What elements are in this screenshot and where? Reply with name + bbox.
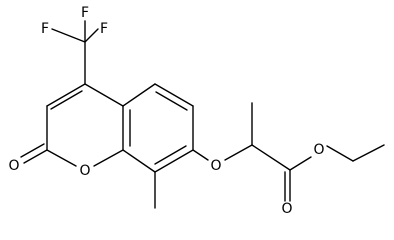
atom-label-ether-o: O (210, 158, 221, 174)
bond-c4-c3 (46, 83, 86, 107)
bond-ether-o-ch (224, 144, 253, 161)
benzene-ring (122, 83, 194, 173)
molecule-diagram: F F F O O O O O (8, 5, 385, 217)
trifluoromethyl-group (51, 20, 99, 85)
bond-c4-c3-double (50, 90, 83, 110)
side-chain (192, 102, 385, 202)
bond-ester-o-ch2 (326, 145, 354, 162)
bond-c4a-c4 (84, 83, 124, 107)
atom-label-ester-carbonyl-o: O (281, 201, 292, 217)
bond-carbonyl-c-ester-o (289, 156, 312, 171)
bond-c2-carbonyl (23, 149, 48, 164)
bond-c7-c8 (154, 149, 194, 173)
atom-label-ring-o: O (79, 163, 90, 179)
bond-c5-c6-double (155, 91, 188, 111)
bond-c2-o1 (46, 149, 77, 167)
bond-c7-c8-double (154, 145, 187, 165)
bond-c-f1 (51, 28, 86, 43)
bond-o1-c8a (93, 149, 124, 167)
atom-label-f3: F (100, 21, 108, 37)
atom-label-f2: F (81, 5, 89, 21)
atom-label-f1: F (41, 21, 49, 37)
bond-ch-carbonyl-c (251, 144, 291, 171)
pyranone-ring (20, 83, 124, 167)
atom-label-carbonyl-o: O (8, 158, 19, 174)
bond-ch2-ch3 (352, 144, 385, 162)
bond-c2-carbonyl-double (20, 143, 45, 158)
bond-c5-c6 (154, 83, 194, 107)
bond-c7-ether-o (192, 149, 209, 161)
atom-label-ester-o: O (313, 142, 324, 158)
bond-c-f3 (84, 28, 99, 43)
bond-c4a-c5 (122, 83, 156, 107)
bond-c8-c8a (122, 149, 156, 173)
